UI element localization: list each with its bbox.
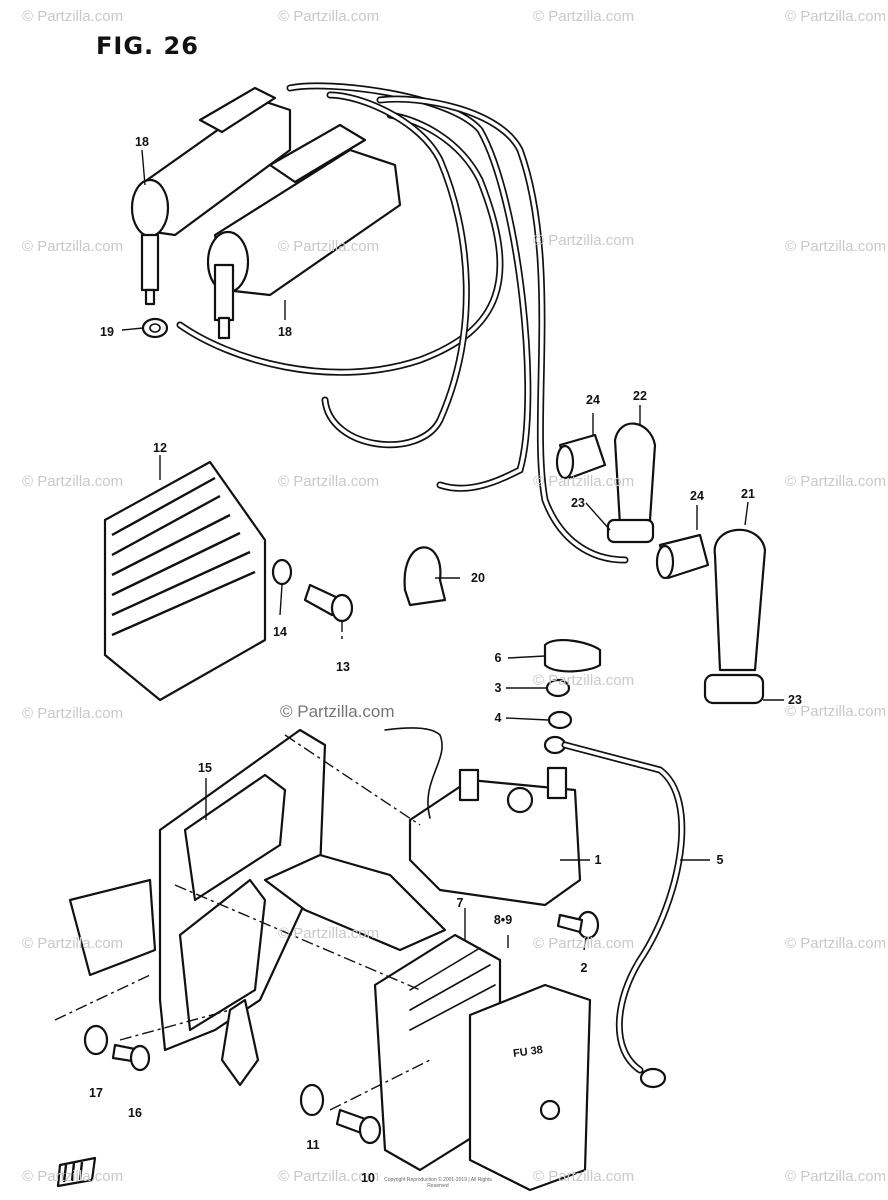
plug-cap-21[interactable] bbox=[703, 528, 767, 705]
terminal-cap-6[interactable] bbox=[543, 638, 602, 673]
ignition-coil-right[interactable] bbox=[206, 123, 402, 340]
copyright-notice: Copyright Reproduction © 2001-2019 | All… bbox=[384, 1177, 492, 1189]
callout-12[interactable]: 12 bbox=[153, 441, 167, 455]
bracket-plate[interactable] bbox=[263, 853, 447, 952]
seal-24-top[interactable] bbox=[555, 433, 607, 480]
watermark: © Partzilla.com bbox=[533, 8, 635, 25]
callout-24[interactable]: 24 bbox=[690, 489, 704, 503]
callout-23[interactable]: 23 bbox=[788, 693, 802, 707]
washer-14[interactable] bbox=[271, 558, 293, 586]
clip-bracket[interactable] bbox=[220, 998, 260, 1087]
fuse-box-cover[interactable] bbox=[468, 983, 592, 1192]
watermark: © Partzilla.com bbox=[785, 8, 887, 25]
callout-8-9[interactable]: 8•9 bbox=[493, 913, 513, 927]
callout-18[interactable]: 18 bbox=[278, 325, 292, 339]
screw-16[interactable] bbox=[111, 1043, 151, 1072]
callout-17[interactable]: 17 bbox=[89, 1086, 103, 1100]
callout-2[interactable]: 2 bbox=[580, 961, 588, 975]
screw-10[interactable] bbox=[335, 1108, 382, 1145]
plug-cap-22[interactable] bbox=[606, 422, 657, 544]
leader-lines bbox=[121, 149, 784, 951]
watermark: © Partzilla.com bbox=[22, 473, 124, 490]
callout-22[interactable]: 22 bbox=[633, 389, 647, 403]
corner-logo-mark bbox=[56, 1156, 97, 1188]
lead-wire-5[interactable] bbox=[543, 735, 686, 1089]
watermark: © Partzilla.com bbox=[785, 935, 887, 952]
watermark: © Partzilla.com bbox=[533, 935, 635, 952]
callout-16[interactable]: 16 bbox=[128, 1106, 142, 1120]
watermark: © Partzilla.com bbox=[278, 238, 380, 255]
callout-1[interactable]: 1 bbox=[594, 853, 602, 867]
center-lines bbox=[54, 620, 431, 1111]
screw-13[interactable] bbox=[303, 583, 354, 623]
watermark: © Partzilla.com bbox=[785, 703, 887, 720]
watermark: © Partzilla.com bbox=[22, 238, 124, 255]
callout-18[interactable]: 18 bbox=[135, 135, 149, 149]
callout-24[interactable]: 24 bbox=[586, 393, 600, 407]
washer-11[interactable] bbox=[299, 1083, 325, 1117]
bracket-15[interactable] bbox=[68, 728, 327, 1052]
callout-11[interactable]: 11 bbox=[306, 1138, 320, 1152]
watermark: © Partzilla.com bbox=[278, 8, 380, 25]
screw-2[interactable] bbox=[556, 910, 600, 940]
callout-21[interactable]: 21 bbox=[741, 487, 755, 501]
callout-19[interactable]: 19 bbox=[100, 325, 114, 339]
watermark: © Partzilla.com bbox=[278, 925, 380, 942]
washer-17[interactable] bbox=[83, 1024, 109, 1056]
nut-19[interactable] bbox=[141, 317, 169, 339]
callout-6[interactable]: 6 bbox=[494, 651, 502, 665]
figure-title: FIG. 26 bbox=[96, 32, 199, 60]
ignition-coil-left[interactable] bbox=[130, 86, 292, 306]
regulator-12[interactable] bbox=[103, 460, 267, 702]
watermark: © Partzilla.com bbox=[533, 232, 635, 249]
washer-4[interactable] bbox=[547, 710, 573, 730]
seal-24-bottom[interactable] bbox=[655, 533, 710, 580]
watermark: © Partzilla.com bbox=[785, 473, 887, 490]
watermark: © Partzilla.com bbox=[22, 8, 124, 25]
watermark: © Partzilla.com bbox=[22, 935, 124, 952]
clamp-20[interactable] bbox=[403, 546, 447, 607]
callout-3[interactable]: 3 bbox=[494, 681, 502, 695]
watermark: © Partzilla.com bbox=[785, 238, 887, 255]
watermark: © Partzilla.com bbox=[533, 672, 635, 689]
callout-10[interactable]: 10 bbox=[361, 1171, 375, 1185]
callout-14[interactable]: 14 bbox=[273, 625, 287, 639]
watermark: © Partzilla.com bbox=[278, 1168, 380, 1185]
watermark: © Partzilla.com bbox=[22, 705, 124, 722]
watermark: © Partzilla.com bbox=[22, 1168, 124, 1185]
callout-20[interactable]: 20 bbox=[471, 571, 485, 585]
callout-13[interactable]: 13 bbox=[336, 660, 350, 674]
watermark: © Partzilla.com bbox=[533, 473, 635, 490]
callout-15[interactable]: 15 bbox=[198, 761, 212, 775]
callout-4[interactable]: 4 bbox=[494, 711, 502, 725]
watermark-center: © Partzilla.com bbox=[280, 702, 395, 721]
starter-relay-1[interactable] bbox=[384, 727, 582, 907]
watermark: © Partzilla.com bbox=[533, 1168, 635, 1185]
watermark: © Partzilla.com bbox=[278, 473, 380, 490]
high-tension-wires bbox=[176, 82, 629, 564]
watermark: © Partzilla.com bbox=[785, 1168, 887, 1185]
callout-7[interactable]: 7 bbox=[456, 896, 464, 910]
callout-5[interactable]: 5 bbox=[716, 853, 724, 867]
callout-23[interactable]: 23 bbox=[571, 496, 585, 510]
nut-3[interactable] bbox=[545, 678, 571, 698]
